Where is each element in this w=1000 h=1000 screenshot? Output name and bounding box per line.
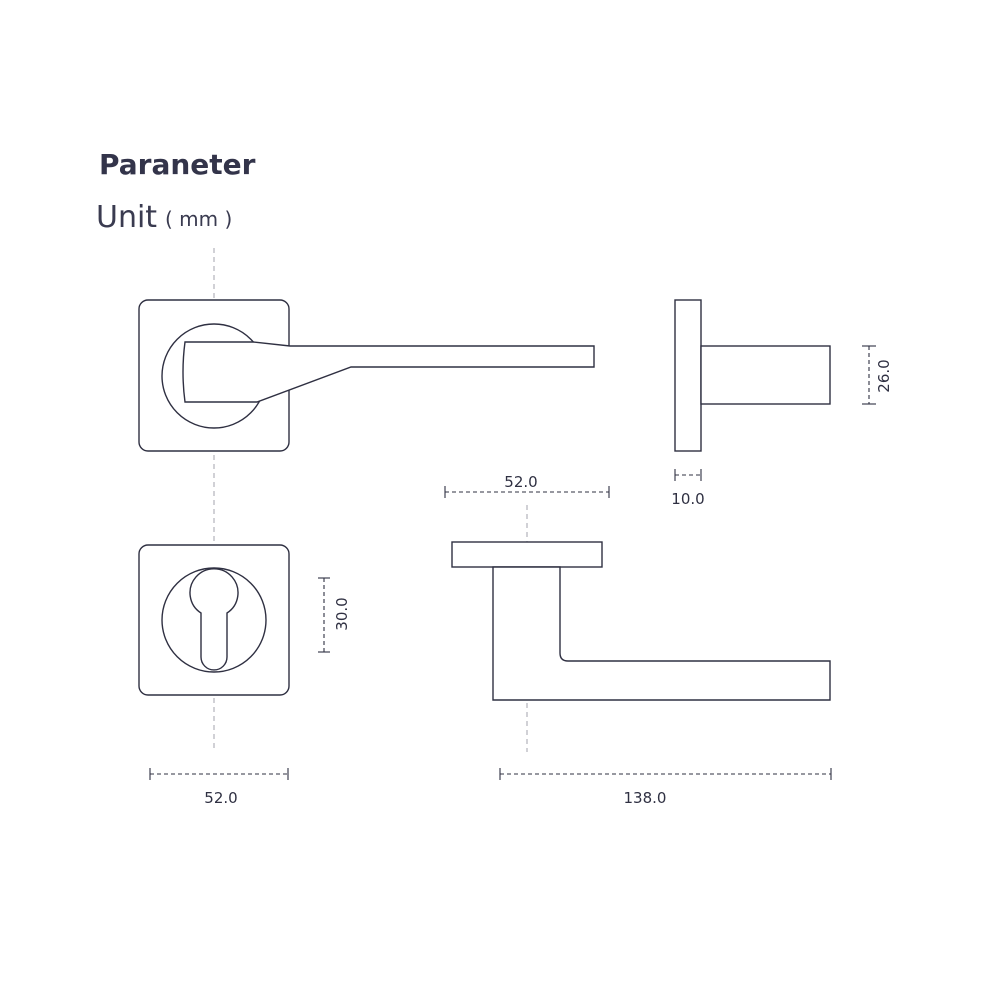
page-title: Paraneter: [99, 148, 256, 181]
unit-label: Unit: [96, 200, 157, 235]
dimension-cylinder-height: 30.0: [318, 577, 351, 653]
front-view-lever: [138, 299, 595, 452]
top-view-lever: [451, 541, 831, 701]
dimension-rose-thickness: 10.0: [671, 469, 705, 508]
dimension-value: 26.0: [875, 359, 893, 392]
dimension-rose-width: 52.0: [149, 768, 289, 807]
side-lever-profile: [700, 345, 831, 405]
top-rose-plate: [451, 541, 603, 568]
euro-cylinder-keyhole: [189, 568, 239, 671]
dimension-value: 52.0: [204, 789, 237, 807]
unit-value: ( mm ): [165, 207, 232, 231]
escutcheon-view: [138, 544, 290, 696]
dimension-value: 52.0: [504, 473, 537, 491]
dimension-top-rose-width: 52.0: [444, 473, 610, 498]
lever-arm-front: [182, 341, 595, 403]
side-view-lever: [674, 299, 831, 452]
dimension-value: 138.0: [624, 789, 667, 807]
dimension-lever-length: 138.0: [499, 768, 832, 807]
dimension-lever-height: 26.0: [862, 345, 893, 405]
dimension-value: 10.0: [671, 490, 704, 508]
side-rose-plate: [674, 299, 702, 452]
dimension-value: 30.0: [333, 597, 351, 630]
top-lever-body: [492, 566, 831, 701]
escutcheon-round-rose: [161, 567, 267, 673]
